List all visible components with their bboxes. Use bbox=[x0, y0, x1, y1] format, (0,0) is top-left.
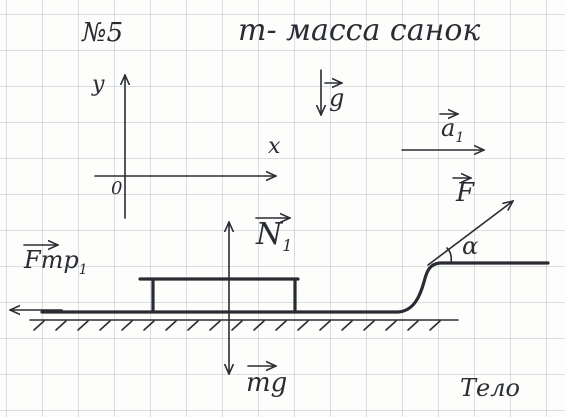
normal-force-subscript: 1 bbox=[282, 236, 293, 255]
angle-arc bbox=[446, 247, 453, 264]
friction-force-subscript: 1 bbox=[78, 261, 88, 278]
gravity-accel-label: g bbox=[329, 84, 345, 112]
surface-label: Тело bbox=[460, 374, 520, 402]
mass-note: m- масса санок bbox=[238, 13, 481, 48]
applied-force-arrow bbox=[427, 201, 513, 266]
origin-label: 0 bbox=[111, 178, 123, 199]
y-axis-label: y bbox=[92, 72, 105, 97]
sled-runner bbox=[40, 261, 550, 314]
weight-label: mg bbox=[246, 368, 288, 398]
acceleration-label: a1 bbox=[441, 116, 464, 145]
friction-force-label: Fтр1 bbox=[24, 248, 88, 277]
acceleration-letter: a bbox=[441, 114, 456, 142]
normal-force-label: N1 bbox=[256, 220, 292, 254]
sled-seat bbox=[138, 277, 300, 313]
friction-force-letters: Fтр bbox=[24, 246, 79, 274]
vector-bars bbox=[23, 83, 471, 366]
x-axis-label: x bbox=[268, 134, 281, 159]
problem-number: №5 bbox=[82, 18, 124, 48]
acceleration-subscript: 1 bbox=[455, 129, 465, 146]
ground-hatching bbox=[33, 320, 441, 331]
applied-force-label: F bbox=[456, 178, 475, 208]
angle-label: α bbox=[462, 232, 479, 260]
normal-force-letter: N bbox=[256, 217, 283, 252]
